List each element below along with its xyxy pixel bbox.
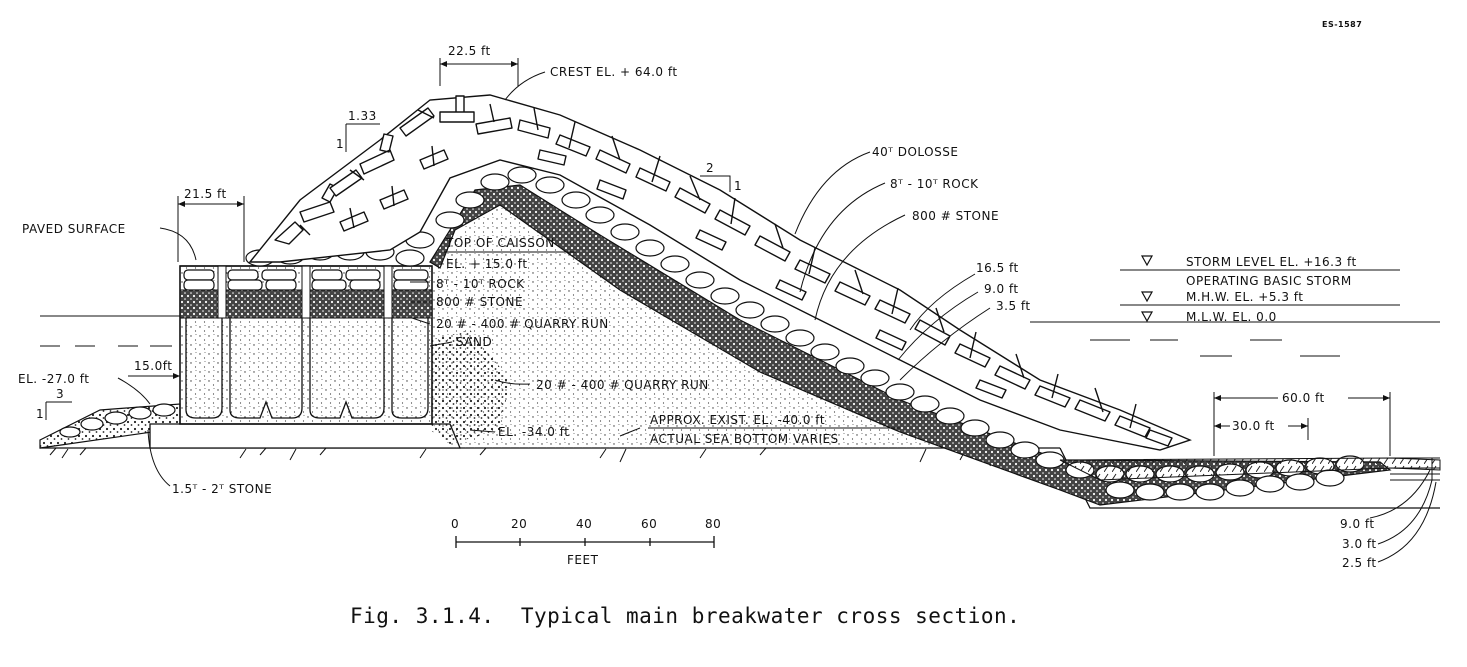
el-27-label: EL. -27.0 ft [18, 372, 89, 386]
slope-left-unit: 1 [336, 137, 344, 151]
water-surface-lines [40, 315, 1440, 357]
caisson [179, 265, 433, 425]
mhw-label: M.H.W. EL. +5.3 ft [1186, 290, 1303, 304]
paved-surface-label: PAVED SURFACE [22, 222, 126, 236]
toe-3-0-label: 3.0 ft [1342, 537, 1377, 551]
berm-outer-dimension [1213, 392, 1391, 456]
quarry-run-label-1: 20 # - 400 # QUARRY RUN [436, 317, 609, 331]
scale-tick-60: 60 [641, 517, 657, 531]
berm-inner-label: 30.0 ft [1232, 419, 1275, 433]
scale-bar [455, 536, 715, 548]
sea-bottom-label-2: ACTUAL SEA BOTTOM VARIES [650, 432, 839, 446]
slope-right-v: 1 [734, 179, 742, 193]
layer-16-5-label: 16.5 ft [976, 261, 1019, 275]
sea-bottom-label-1: APPROX. EXIST. EL. -40.0 ft [650, 413, 825, 427]
scale-tick-0: 0 [451, 517, 459, 531]
mlw-label: M.L.W. EL. 0.0 [1186, 310, 1277, 324]
caisson-width-dimension [177, 196, 245, 262]
slope-indicator-toe [45, 401, 72, 420]
slope-toe-h: 3 [56, 387, 64, 401]
dolosse-label: 40ᵀ DOLOSSE [872, 145, 958, 159]
toe-9-0-label: 9.0 ft [1340, 517, 1375, 531]
toe-dimension-lines [1390, 457, 1440, 481]
slope-toe-v: 1 [36, 407, 44, 421]
slope-left-ratio: 1.33 [348, 109, 377, 123]
quarry-run-label-2: 20 # - 400 # QUARRY RUN [536, 378, 709, 392]
figure-caption: Fig. 3.1.4. Typical main breakwater cros… [350, 604, 1020, 628]
toe-width-label: 15.0ft [134, 359, 172, 373]
document-id: ES-1587 [1322, 20, 1362, 29]
slope-right-h: 2 [706, 161, 714, 175]
stone-left-label: 800 # STONE [436, 295, 523, 309]
armor-layer-outline [248, 94, 1192, 451]
leader-lines [117, 71, 1437, 563]
rock-left-label: 8ᵀ - 10ᵀ ROCK [436, 277, 525, 291]
caisson-top-rocks [183, 269, 429, 291]
caisson-top-label-1: TOP OF CAISSON [445, 236, 555, 250]
slope-indicator-right [700, 175, 731, 192]
water-level-markers [1120, 255, 1400, 323]
toe-2-5-label: 2.5 ft [1342, 556, 1377, 570]
berm-outer-label: 60.0 ft [1282, 391, 1325, 405]
toe-stone-label: 1.5ᵀ - 2ᵀ STONE [172, 482, 272, 496]
crest-width-label: 22.5 ft [448, 44, 491, 58]
dolosse-units [274, 95, 1173, 447]
operating-storm-label: OPERATING BASIC STORM [1186, 274, 1352, 288]
storm-level-label: STORM LEVEL EL. +16.3 ft [1186, 255, 1357, 269]
scale-unit: FEET [567, 553, 599, 567]
crest-elevation-label: CREST EL. + 64.0 ft [550, 65, 678, 79]
berm-inner-dimension [1214, 418, 1309, 440]
sand-label: SAND [456, 335, 492, 349]
caisson-width-label: 21.5 ft [184, 187, 227, 201]
caisson-foundation [149, 423, 461, 449]
scale-tick-20: 20 [511, 517, 527, 531]
slope-indicator-left [345, 123, 380, 152]
toe-width-dimension [128, 373, 180, 379]
scale-tick-80: 80 [705, 517, 721, 531]
scale-tick-40: 40 [576, 517, 592, 531]
quarry-run-core [430, 200, 940, 448]
el-34-label: EL. -34.0 ft [498, 425, 569, 439]
left-toe-stones [59, 403, 176, 438]
quarry-run-mound [430, 330, 510, 444]
crest-width-dimension [439, 58, 519, 86]
layer-9-0-label: 9.0 ft [984, 282, 1019, 296]
stone-right-label: 800 # STONE [912, 209, 999, 223]
layer-3-5-label: 3.5 ft [996, 299, 1031, 313]
rock-right-label: 8ᵀ - 10ᵀ ROCK [890, 177, 979, 191]
caisson-top-label-2: EL. + 15.0 ft [446, 257, 528, 271]
